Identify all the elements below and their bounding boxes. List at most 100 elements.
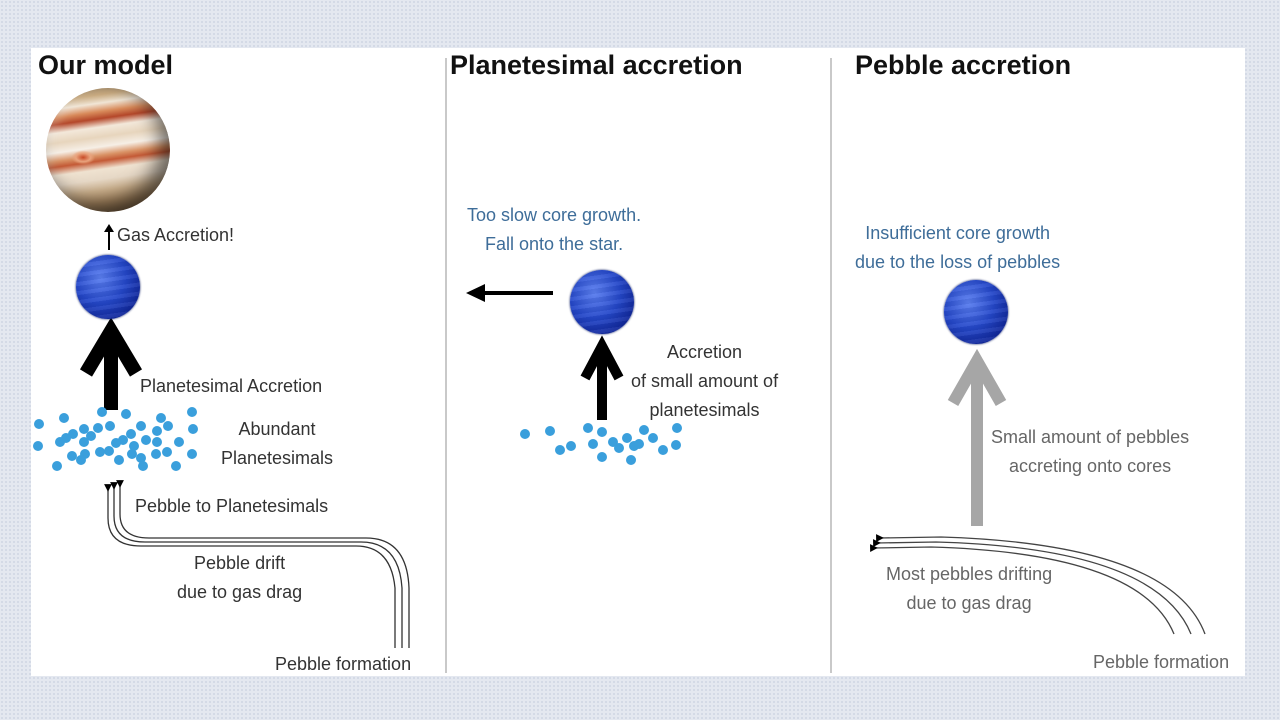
planetesimal-dot [152,437,162,447]
planetesimal-dot [127,449,137,459]
insufficient-line2: due to the loss of pebbles [855,252,1061,272]
planetesimal-dot [152,426,162,436]
panel-divider-2 [830,58,832,673]
planetesimal-dot [520,429,530,439]
pebble-drift-lines-our-model [104,480,410,648]
planetesimal-dot [566,441,576,451]
planetesimal-dot [33,441,43,451]
pebble-drift-lines-pebble-accretion [870,534,1206,635]
planetesimal-dot [61,433,71,443]
planetesimal-dot [187,407,197,417]
pebble-drift-label: Pebble drift due to gas drag [177,549,302,607]
pebble-to-planetesimals-label: Pebble to Planetesimals [135,496,329,516]
planetesimal-dot [111,438,121,448]
pebble-formation-label-our-model: Pebble formation [275,654,412,674]
too-slow-line2: Fall onto the star. [485,234,624,254]
most-pebbles-line1: Most pebbles drifting [886,564,1053,584]
pebble-accretion-arrow [947,348,1007,526]
planetesimal-dot [105,421,115,431]
pebble-drift-line1: Pebble drift [194,553,286,573]
too-slow-line1: Too slow core growth. [467,205,642,225]
planetesimal-dot [79,424,89,434]
slide: Our model Gas Accretion! Planetesimal Ac… [31,48,1245,676]
planetesimal-dot [583,423,593,433]
few-planetesimals-dots [520,423,682,465]
planetesimal-dot [93,423,103,433]
small-accretion-line3: planetesimals [649,400,760,420]
planetesimal-dot [136,421,146,431]
small-accretion-line2: of small amount of [631,371,779,391]
fall-onto-star-arrow [466,284,553,302]
planetesimal-dot [174,437,184,447]
small-accretion-label: Accretion of small amount of planetesima… [631,338,778,425]
planetesimal-dot [95,447,105,457]
planetesimal-dot [639,425,649,435]
planetesimal-dot [121,409,131,419]
planetesimal-dot [545,426,555,436]
diagram-graphics [33,224,1206,648]
planetesimal-dot [34,419,44,429]
gas-accretion-arrow [104,224,114,250]
planetesimal-dot [671,440,681,450]
most-pebbles-drifting-label: Most pebbles drifting due to gas drag [886,560,1052,618]
planetesimal-dot [622,433,632,443]
planetesimal-dot [614,443,624,453]
planetesimal-dot [648,433,658,443]
planetesimal-dot [97,407,107,417]
abundant-planetesimals-label: Abundant Planetesimals [221,415,333,473]
gas-accretion-label: Gas Accretion! [117,225,235,245]
planetesimal-dot [658,445,668,455]
planetesimal-dot [171,461,181,471]
small-pebbles-label: Small amount of pebbles accreting onto c… [991,423,1189,481]
insufficient-line1: Insufficient core growth [865,223,1050,243]
core-planet-icon-planetesimal [570,270,634,334]
planetesimal-dot [151,449,161,459]
planetesimal-dot [129,441,139,451]
planetesimal-dot [114,455,124,465]
planetesimal-dot [626,455,636,465]
core-planet-icon-pebble [944,280,1008,344]
planetesimal-dot [79,437,89,447]
planetesimal-dot [588,439,598,449]
planetesimal-dot [597,427,607,437]
most-pebbles-line2: due to gas drag [906,593,1032,613]
planetesimal-dot [163,421,173,431]
planetesimal-dot [136,453,146,463]
planetesimal-accretion-arrow [79,317,143,410]
too-slow-growth-label: Too slow core growth. Fall onto the star… [467,201,641,259]
planetesimal-accretion-label: Planetesimal Accretion [140,376,323,396]
core-planet-icon-our-model [76,255,140,319]
planetesimal-dot [555,445,565,455]
abundant-label-line1: Abundant [238,419,316,439]
small-pebbles-line1: Small amount of pebbles [991,427,1190,447]
insufficient-growth-label: Insufficient core growth due to the loss… [855,219,1060,277]
planetesimal-dot [156,413,166,423]
small-pebbles-line2: accreting onto cores [1009,456,1172,476]
planetesimal-dot [188,424,198,434]
planetesimal-dot [52,461,62,471]
panel-title-planetesimal-accretion: Planetesimal accretion [450,50,743,80]
planetesimal-dot [59,413,69,423]
planetesimal-dot [141,435,151,445]
planetesimal-dot [76,455,86,465]
planetesimal-dot [634,439,644,449]
abundant-planetesimals-dots [33,407,198,471]
planetesimal-dot [138,461,148,471]
pebble-drift-line2: due to gas drag [177,582,303,602]
planetesimal-dot [187,449,197,459]
small-accretion-arrow [580,335,624,420]
small-accretion-line1: Accretion [667,342,743,362]
planetesimal-dot [126,429,136,439]
panel-title-our-model: Our model [38,50,174,80]
panel-divider-1 [445,58,447,673]
abundant-label-line2: Planetesimals [221,448,334,468]
panel-title-pebble-accretion: Pebble accretion [855,50,1072,80]
planetesimal-dot [162,447,172,457]
pebble-formation-label-pebble: Pebble formation [1093,652,1230,672]
planetesimal-dot [104,446,114,456]
planetesimal-dot [672,423,682,433]
planetesimal-dot [597,452,607,462]
planetesimal-dot [86,431,96,441]
jupiter-gas-giant-icon [46,88,170,212]
planetesimal-dot [67,451,77,461]
